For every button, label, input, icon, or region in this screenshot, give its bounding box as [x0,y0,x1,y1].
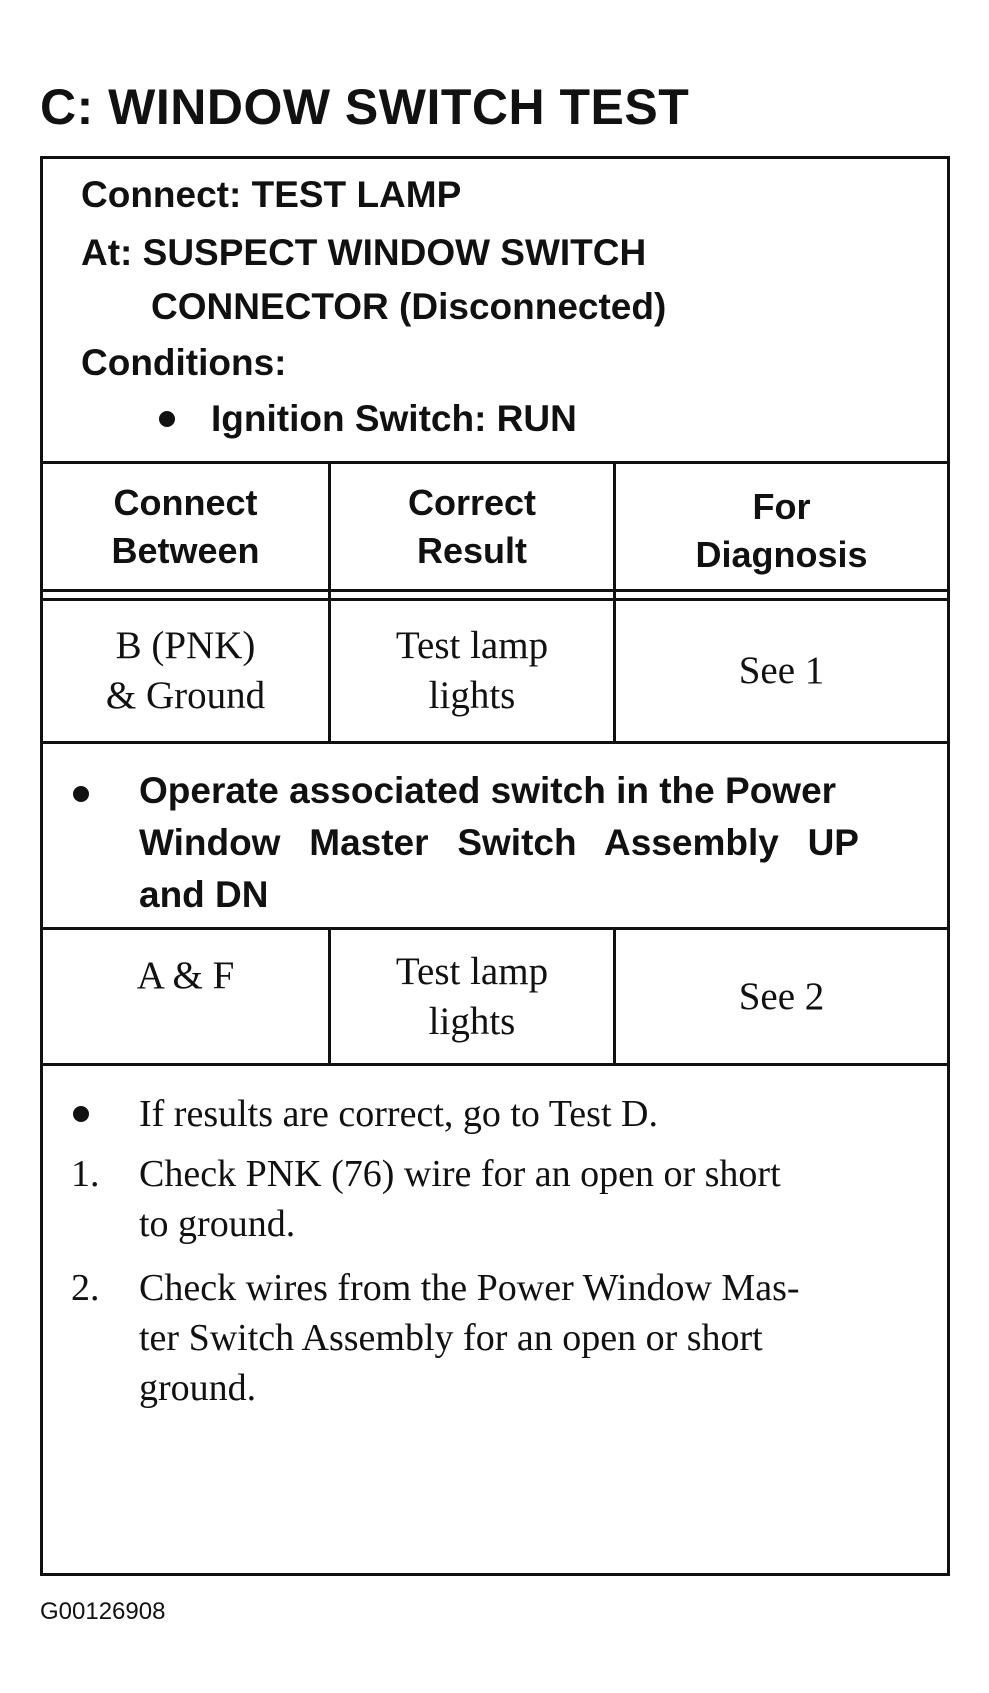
divider [43,461,947,464]
divider [43,741,947,744]
row2-for-diagnosis: See 2 [738,974,825,1018]
divider [43,598,947,601]
at-instruction-line1: At: SUSPECT WINDOW SWITCH [81,232,647,273]
row1-for-diagnosis: See 1 [738,649,825,692]
figure-code: G00126908 [40,1598,166,1625]
divider [43,927,947,930]
note-item-1: Check PNK (76) wire for an open or short… [139,1153,781,1245]
bullet-icon [73,786,89,802]
condition-item: Ignition Switch: RUN [211,398,577,439]
note-number: 2. [71,1267,100,1309]
operate-instruction: Operate associated switch in the Power W… [139,770,859,915]
row1-connect-between: B (PNK)& Ground [105,624,266,717]
note-item-2: Check wires from the Power Window Mas- t… [139,1267,800,1409]
notes-bullet-text: If results are correct, go to Test D. [139,1093,658,1135]
connect-instruction: Connect: TEST LAMP [81,174,462,215]
at-instruction-line2: CONNECTOR (Disconnected) [151,286,667,327]
divider [43,1063,947,1066]
column-divider [613,461,616,743]
note-number: 1. [71,1153,100,1195]
column-divider [328,461,331,743]
conditions-label: Conditions: [81,342,287,383]
bullet-icon [159,411,175,427]
page-title: C: WINDOW SWITCH TEST [40,79,690,135]
test-chart-frame: Connect: TEST LAMP At: SUSPECT WINDOW SW… [40,156,950,1576]
bullet-icon [73,1106,89,1122]
column-divider [328,927,331,1065]
column-divider [613,927,616,1065]
row2-connect-between: A & F [136,954,235,997]
divider [43,589,947,592]
